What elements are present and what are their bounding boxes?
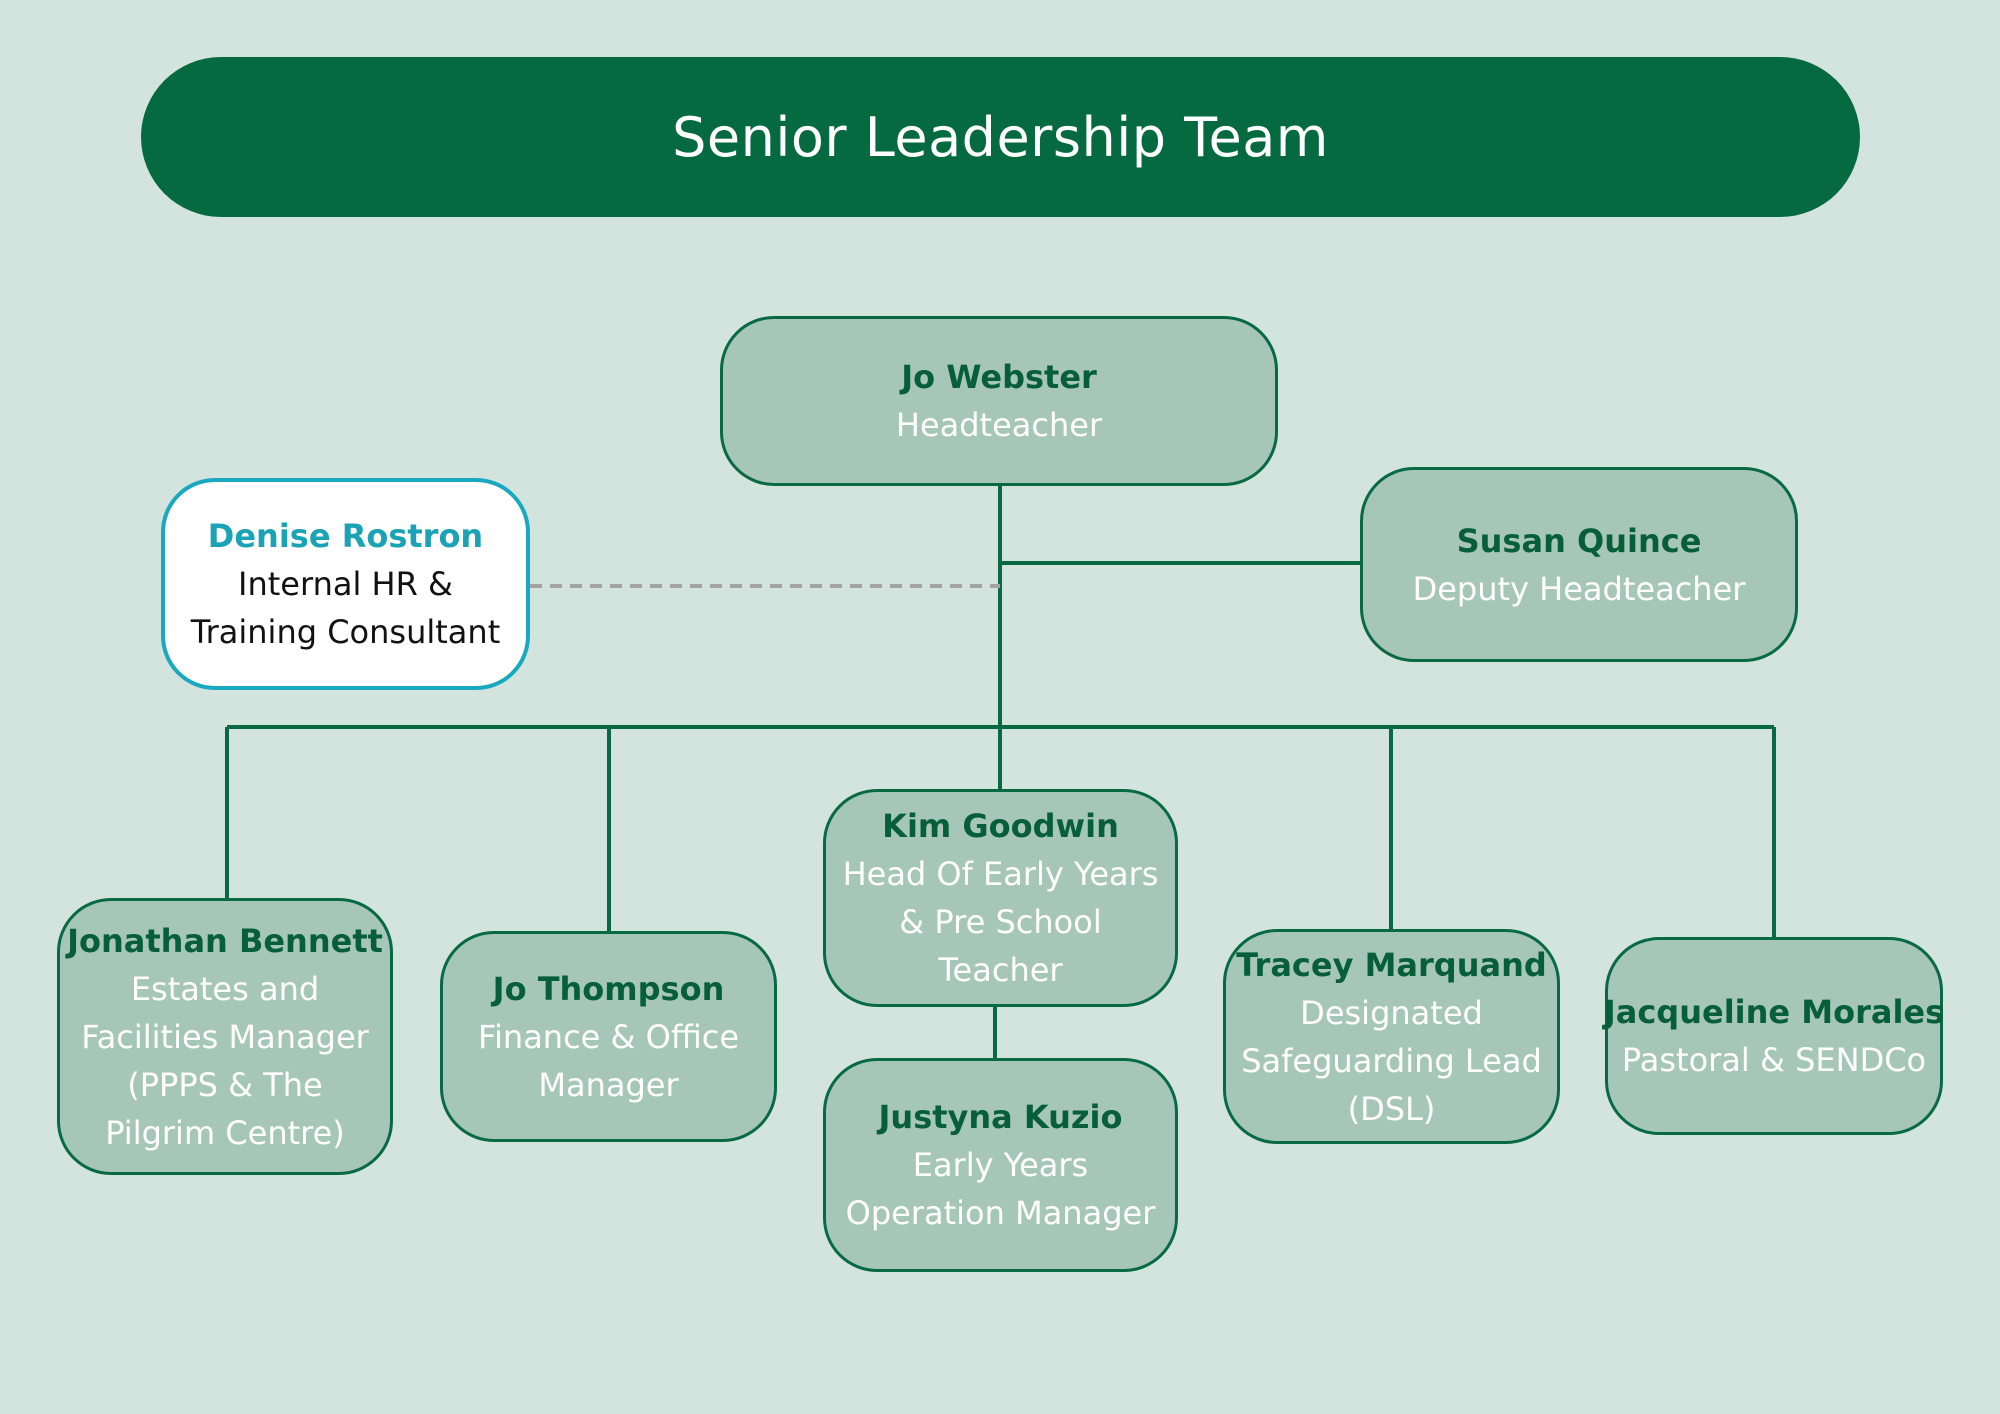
node-name: Susan Quince (1456, 521, 1702, 560)
node-name: Jo Webster (901, 358, 1097, 396)
node-role: Early Years Operation Manager (845, 1146, 1156, 1232)
chart-title: Senior Leadership Team (141, 57, 1860, 217)
node-name: Jo Thompson (492, 969, 725, 1008)
node-hr-consultant: Denise Rostron Internal HR & Training Co… (161, 478, 530, 690)
node-role: Head Of Early Years & Pre School Teacher (842, 855, 1159, 989)
node-name: Tracey Marquand (1236, 945, 1547, 984)
node-name: Denise Rostron (207, 517, 484, 555)
node-early-years-operation-manager: Justyna Kuzio Early Years Operation Mana… (823, 1058, 1178, 1272)
node-name: Justyna Kuzio (878, 1098, 1123, 1136)
node-role: Estates and Facilities Manager (PPPS & T… (81, 969, 369, 1152)
node-name: Jacqueline Morales (1603, 993, 1945, 1031)
node-role: Headteacher (895, 406, 1103, 444)
node-name: Kim Goodwin (882, 807, 1119, 845)
node-pastoral-sendco: Jacqueline Morales Pastoral & SENDCo (1603, 937, 1945, 1135)
node-name: Jonathan Bennett (67, 921, 383, 960)
node-role: Finance & Office Manager (477, 1017, 740, 1104)
node-role: Deputy Headteacher (1412, 569, 1746, 608)
node-deputy-headteacher: Susan Quince Deputy Headteacher (1360, 467, 1798, 662)
node-safeguarding-lead: Tracey Marquand Designated Safeguarding … (1223, 929, 1560, 1144)
node-role: Internal HR & Training Consultant (190, 565, 501, 651)
node-headteacher: Jo Webster Headteacher (720, 316, 1278, 486)
node-role: Designated Safeguarding Lead (DSL) (1241, 993, 1542, 1128)
node-finance-manager: Jo Thompson Finance & Office Manager (440, 931, 777, 1142)
node-estates-manager: Jonathan Bennett Estates and Facilities … (57, 898, 393, 1175)
node-head-of-early-years: Kim Goodwin Head Of Early Years & Pre Sc… (823, 789, 1178, 1007)
node-role: Pastoral & SENDCo (1621, 1041, 1927, 1079)
